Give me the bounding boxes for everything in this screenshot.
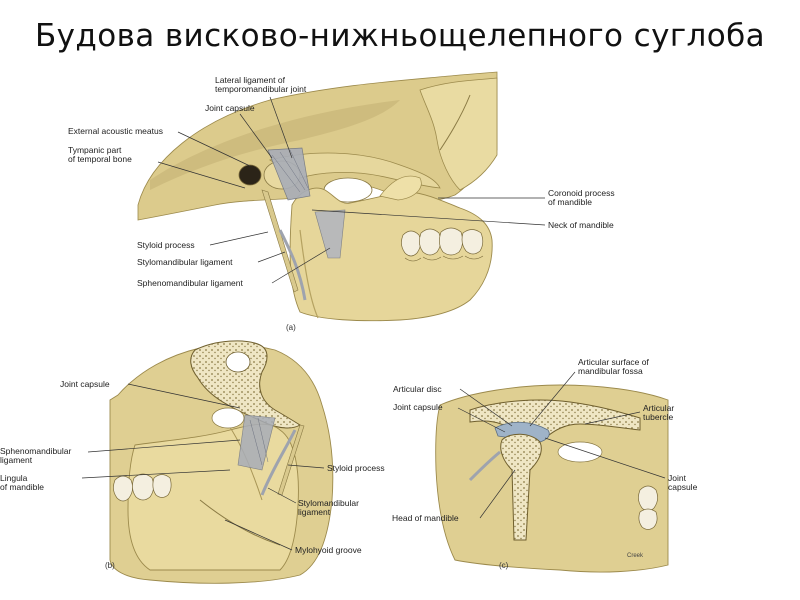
label-sphenomandibular-ligament-b: Sphenomandibular ligament [0,446,72,465]
label-articular-disc: Articular disc [393,384,442,394]
label-head-of-mandible: Head of mandible [392,513,459,523]
mandible-medial [127,423,299,571]
panel-c-leaders [457,371,666,519]
label-joint-capsule-a: Joint capsule [205,103,255,113]
head-of-mandible-shape [500,433,542,541]
label-neck-of-mandible: Neck of mandible [548,220,614,230]
label-articular-tubercle: Articular tubercle [643,403,675,422]
coronoid-process-shape [379,175,422,201]
label-tympanic-part: Tympanic part of temporal bone [68,145,132,164]
stylomandibular-ligament-b [260,429,297,496]
sphenomandibular-ligament-shape [314,209,346,259]
label-sphenomandibular-ligament-a: Sphenomandibular ligament [137,278,243,288]
zygomatic-bone [419,77,498,191]
label-joint-capsule-c-left: Joint capsule [393,402,443,412]
panel-c-illustration [435,384,669,573]
stylomandibular-ligament-shape [278,229,307,301]
temporal-shading [150,100,400,190]
mandible-ramus [289,187,493,322]
label-articular-surface: Articular surface of mandibular fossa [578,357,649,376]
panel-b-leaders [81,383,325,551]
sphenomandibular-ligament-b [237,414,276,471]
sagittal-section-view [435,384,669,573]
styloid-process-shape [261,189,299,293]
teeth-panel-a [401,227,484,262]
page-title: Будова висково-нижньощелепного суглоба [34,18,766,54]
teeth-panel-c [638,485,658,530]
label-joint-capsule-c-right: Joint capsule [668,473,698,492]
illustrator-credit: Creek [627,553,644,559]
panel-a-tag: (a) [286,323,296,332]
panel-b-illustration [109,340,334,584]
teeth-panel-b [113,473,172,502]
panel-a-leaders [157,96,546,284]
label-stylomandibular-ligament-b: Stylomandibular ligament [298,498,359,517]
label-joint-capsule-b: Joint capsule [60,379,110,389]
panel-b-tag: (b) [105,561,115,570]
acoustic-meatus-hole [238,164,262,186]
label-lateral-ligament: Lateral ligament of temporomandibular jo… [215,75,307,94]
label-stylomandibular-ligament-a: Stylomandibular ligament [137,257,233,267]
label-lingula: Lingula of mandible [0,473,44,492]
panel-c-tag: (c) [499,561,509,570]
label-external-acoustic-meatus: External acoustic meatus [68,126,163,136]
label-mylohyoid-groove: Mylohyoid groove [295,545,362,555]
label-styloid-process-a: Styloid process [137,240,195,250]
styloid-process-b [277,424,305,496]
lateral-ligament-shape [267,147,311,201]
label-styloid-process-b: Styloid process [327,463,385,473]
label-coronoid-process: Coronoid process of mandible [548,188,615,207]
